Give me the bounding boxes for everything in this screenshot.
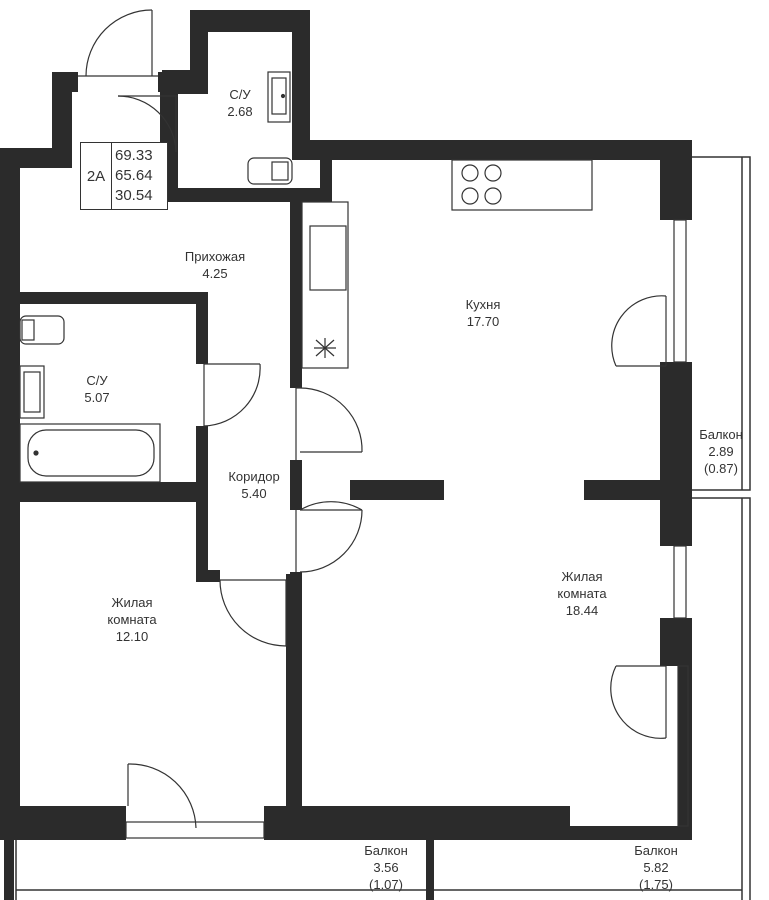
walls xyxy=(0,10,692,900)
fixtures xyxy=(19,71,593,483)
apartment-type: 2А xyxy=(81,143,112,209)
total-area: 69.33 xyxy=(115,147,153,164)
living-total-area: 65.64 xyxy=(115,167,153,184)
apartment-badge: 2А 69.33 65.64 30.54 xyxy=(80,142,168,210)
balcony-outlines xyxy=(15,156,751,900)
doors xyxy=(78,9,667,829)
windows xyxy=(125,219,689,839)
apartment-areas: 69.33 65.64 30.54 xyxy=(115,146,153,206)
living-area: 30.54 xyxy=(115,187,153,204)
